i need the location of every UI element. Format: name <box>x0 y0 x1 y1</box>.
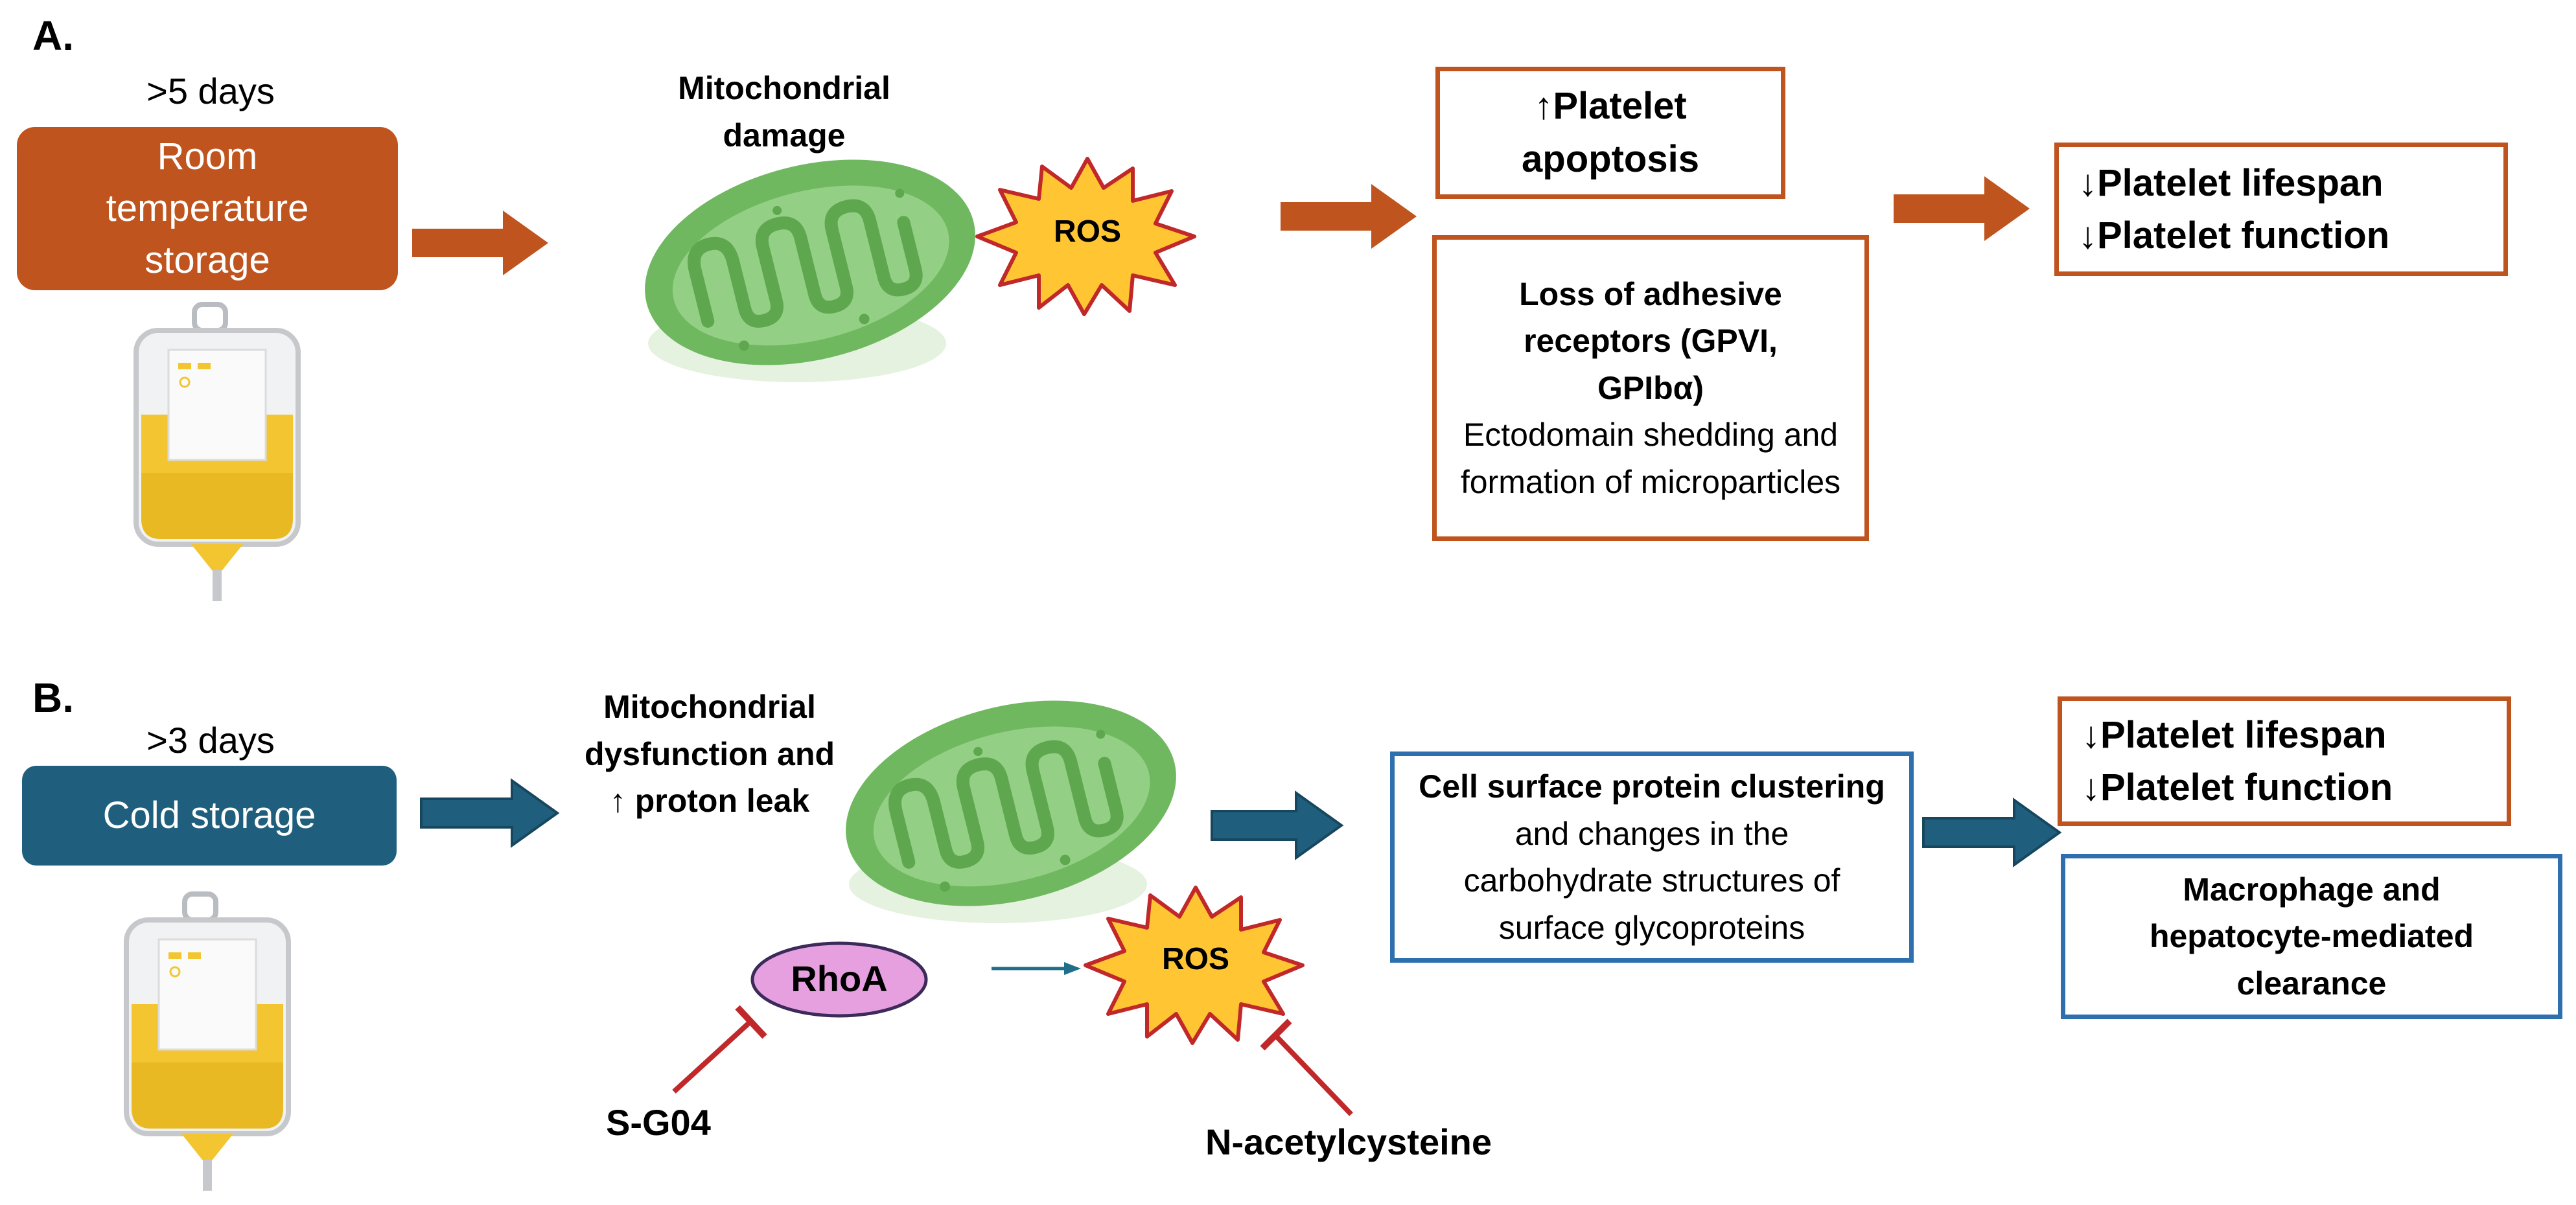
arrow-icon <box>1922 798 2062 867</box>
storage-label: Room temperature storage <box>106 135 309 282</box>
blood-bag-icon <box>133 302 301 601</box>
ros-burst-icon <box>975 157 1196 316</box>
ros-label: ROS <box>1161 942 1229 976</box>
rhoa-ellipse <box>750 941 928 1018</box>
panel-a-letter: A. <box>32 12 74 59</box>
mito-label-line-2: dysfunction and <box>584 735 835 772</box>
clustering-text: Cell surface protein clustering and chan… <box>1419 763 1885 951</box>
panel-b-letter: B. <box>32 674 74 721</box>
ros-label: ROS <box>1053 214 1121 249</box>
clustering-bold: Cell surface protein clustering <box>1419 768 1885 805</box>
outcome-box: ↓Platelet lifespan ↓Platelet function <box>2058 696 2511 826</box>
panel-b-duration: >3 days <box>146 720 275 761</box>
clearance-box: Macrophage and hepatocyte-mediated clear… <box>2061 854 2562 1019</box>
cell-surface-clustering-box: Cell surface protein clustering and chan… <box>1390 752 1914 963</box>
blood-bag-icon <box>124 891 291 1191</box>
mitochondrial-dysfunction-label: Mitochondrial dysfunction and ↑ proton l… <box>554 683 865 825</box>
lifespan-label: ↓Platelet lifespan <box>2078 161 2384 204</box>
n-acetylcysteine-label: N-acetylcysteine <box>1205 1121 1492 1162</box>
mito-label-line-1: Mitochondrial <box>603 689 816 725</box>
mitochondrion-icon <box>846 700 1176 923</box>
receptors-title: Loss of adhesive receptors (GPVI, GPIbα) <box>1519 275 1782 406</box>
s-g04-label: S-G04 <box>606 1102 711 1143</box>
arrow-icon <box>1281 184 1417 249</box>
arrow-icon <box>412 211 548 275</box>
room-temperature-storage-box: Room temperature storage <box>17 127 398 290</box>
cold-storage-box: Cold storage <box>22 766 397 866</box>
mitochondrial-damage-label: Mitochondrial damage <box>678 70 890 154</box>
inhibition-line-icon <box>672 1005 767 1094</box>
ros-burst-icon <box>1084 886 1305 1045</box>
mito-label-line-3: ↑ proton leak <box>609 783 810 819</box>
rhoa-label: RhoA <box>791 958 888 999</box>
inhibition-line-icon <box>1260 1018 1353 1116</box>
adhesive-receptors-box: Loss of adhesive receptors (GPVI, GPIbα)… <box>1432 235 1869 541</box>
mitochondrion-icon <box>645 159 975 382</box>
arrow-icon <box>420 778 560 848</box>
receptors-text: Ectodomain shedding and formation of mic… <box>1460 417 1841 500</box>
arrow-icon <box>992 962 1081 975</box>
panel-a-duration: >5 days <box>146 71 275 111</box>
clustering-rest: and changes in the carbohydrate structur… <box>1463 815 1840 946</box>
clearance-label: Macrophage and hepatocyte-mediated clear… <box>2149 871 2474 1002</box>
lifespan-label: ↓Platelet lifespan <box>2082 713 2387 756</box>
platelet-apoptosis-box: ↑Platelet apoptosis <box>1435 67 1785 199</box>
apoptosis-label: ↑Platelet apoptosis <box>1522 84 1699 180</box>
storage-label: Cold storage <box>102 794 316 836</box>
arrow-icon <box>1211 790 1344 860</box>
outcome-box: ↓Platelet lifespan ↓Platelet function <box>2054 143 2508 276</box>
arrow-icon <box>1894 176 2030 241</box>
function-label: ↓Platelet function <box>2078 214 2390 257</box>
function-label: ↓Platelet function <box>2082 766 2393 809</box>
